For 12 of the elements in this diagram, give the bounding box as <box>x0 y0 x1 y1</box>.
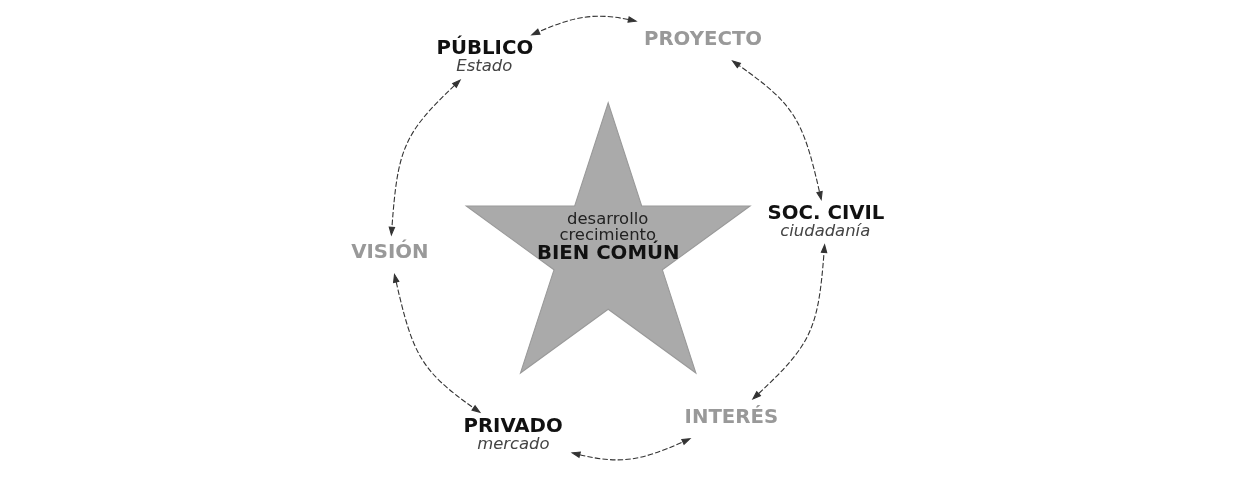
arrow <box>529 15 638 36</box>
arrow <box>751 243 827 401</box>
arrow <box>730 60 823 202</box>
node-text: INTERÉS <box>684 404 778 428</box>
node-text: PROYECTO <box>643 26 762 50</box>
node-text: PRIVADO mercado <box>462 413 563 453</box>
arrow <box>392 272 481 414</box>
node-text: SOC. CIVIL ciudadanía <box>767 200 884 240</box>
node-text: PÚBLICO Estado <box>436 36 533 76</box>
arrow <box>388 79 461 237</box>
arrow <box>570 438 691 461</box>
node-text: VISIÓN <box>350 240 429 264</box>
